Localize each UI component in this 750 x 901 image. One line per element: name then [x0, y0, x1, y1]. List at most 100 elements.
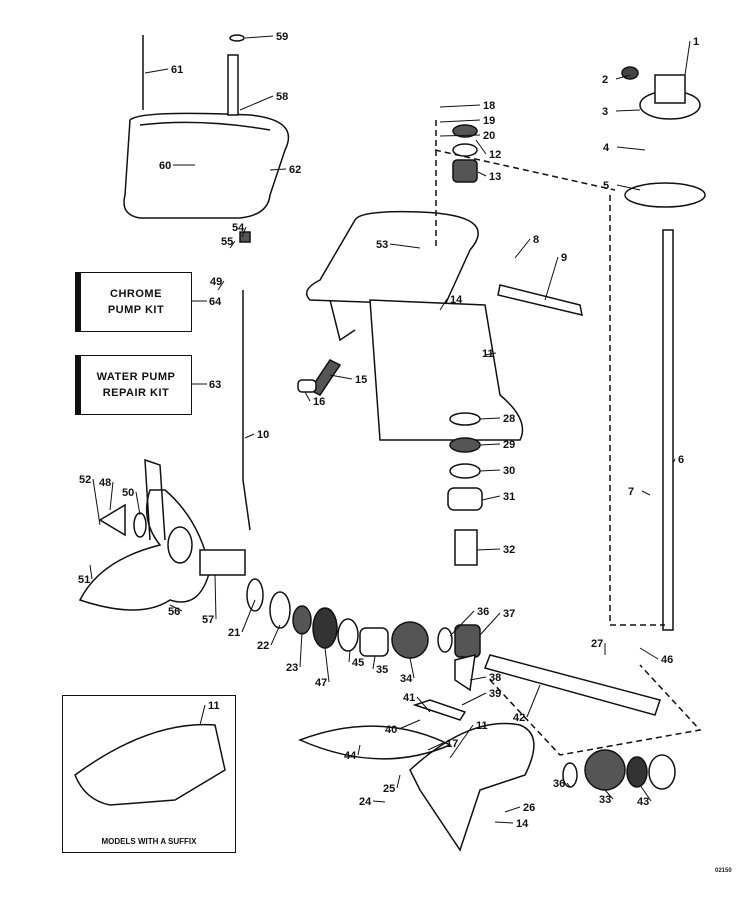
callout-8: 8	[514, 234, 539, 259]
callout-25: 25	[383, 774, 401, 795]
callout-38: 38	[469, 672, 501, 684]
callout-number: 14	[516, 818, 529, 830]
callout-number: 58	[276, 91, 288, 103]
callout-number: 4	[603, 142, 610, 154]
callout-57: 57	[202, 574, 217, 626]
kit-label-line: CHROME	[110, 288, 162, 300]
leader-line	[439, 119, 481, 123]
callout-31: 31	[481, 491, 515, 503]
leader-line	[504, 806, 521, 813]
callout-11: 11	[482, 348, 497, 360]
leader-line	[672, 458, 676, 464]
inset-gearcase	[74, 723, 226, 806]
callout-10: 10	[244, 429, 269, 441]
leader-line	[214, 574, 217, 620]
callout-12: 12	[475, 139, 501, 161]
callout-7: 7	[628, 486, 651, 498]
leader-line	[439, 298, 448, 311]
kit-label-line: REPAIR KIT	[102, 387, 170, 399]
callout-number: 11	[208, 700, 220, 712]
leader-line	[526, 684, 541, 718]
callout-number: 29	[503, 439, 515, 451]
callout-59: 59	[244, 31, 288, 43]
callout-54: 54	[232, 222, 247, 238]
callout-number: 21	[228, 627, 240, 639]
leader-line	[92, 478, 101, 526]
callout-number: 23	[286, 662, 298, 674]
callout-number: 9	[561, 252, 567, 264]
callout-61: 61	[144, 64, 183, 76]
leader-line	[616, 146, 646, 151]
callout-number: 25	[383, 783, 395, 795]
callout-39: 39	[461, 688, 501, 706]
leader-line	[169, 604, 183, 612]
callout-15: 15	[329, 374, 367, 386]
leader-line	[135, 491, 141, 516]
kit-label-line: PUMP KIT	[107, 304, 165, 316]
callout-number: 2	[602, 74, 608, 86]
callout-number: 62	[289, 164, 301, 176]
chrome-pump-kit-box: CHROME PUMP KIT	[75, 272, 192, 332]
callout-number: 40	[385, 724, 397, 736]
leader-line	[439, 104, 481, 108]
leader-line	[372, 800, 386, 803]
callout-58: 58	[239, 91, 288, 111]
callout-2: 2	[602, 74, 631, 86]
leader-line	[304, 391, 311, 402]
callout-number: 16	[313, 396, 325, 408]
leader-line	[475, 139, 487, 155]
callout-number: 49	[210, 276, 222, 288]
leader-line	[544, 256, 559, 301]
callout-number: 13	[489, 171, 501, 183]
callout-20: 20	[439, 130, 495, 142]
leader-line	[616, 184, 641, 191]
callout-45: 45	[348, 649, 364, 669]
leader-line	[477, 171, 487, 177]
leader-line	[479, 612, 501, 636]
callout-number: 11	[476, 720, 488, 732]
callout-number: 3	[602, 106, 608, 118]
callout-16: 16	[304, 391, 325, 408]
callout-50: 50	[122, 487, 141, 516]
callout-28: 28	[479, 413, 515, 425]
leader-line	[269, 168, 287, 171]
callout-number: 26	[523, 802, 535, 814]
callout-number: 28	[503, 413, 515, 425]
callout-14: 14	[494, 818, 529, 830]
leader-line	[241, 226, 247, 238]
callout-number: 57	[202, 614, 214, 626]
pinion-32	[454, 529, 478, 566]
callout-32: 32	[476, 544, 515, 556]
callout-number: 11	[482, 348, 494, 360]
callout-33: 33	[599, 789, 614, 806]
callout-37: 37	[479, 608, 515, 636]
leader-line	[639, 647, 659, 660]
leader-line	[244, 433, 255, 439]
bearing-31	[447, 487, 483, 511]
callout-number: 35	[376, 664, 388, 676]
leader-line	[469, 676, 487, 681]
leader-line	[615, 109, 641, 112]
callout-number: 45	[352, 657, 364, 669]
nut-48	[98, 503, 126, 537]
callout-number: 14	[450, 294, 463, 306]
callout-number: 36	[553, 778, 565, 790]
callout-number: 61	[171, 64, 183, 76]
clutch-37	[454, 624, 481, 658]
leader-line	[479, 443, 501, 446]
leader-line	[641, 490, 651, 496]
callout-30: 30	[479, 465, 515, 477]
callout-number: 19	[483, 115, 495, 127]
callout-26: 26	[504, 802, 535, 814]
leader-line	[479, 417, 501, 420]
callout-23: 23	[286, 631, 303, 674]
callout-number: 33	[599, 794, 611, 806]
leader-line	[389, 243, 421, 249]
inset-caption: MODELS WITH A SUFFIX	[101, 837, 197, 846]
spring-15	[308, 359, 342, 396]
callout-17: 17	[427, 738, 458, 751]
leader-line	[416, 696, 431, 713]
leader-line	[217, 280, 225, 291]
washer-50	[133, 512, 147, 538]
